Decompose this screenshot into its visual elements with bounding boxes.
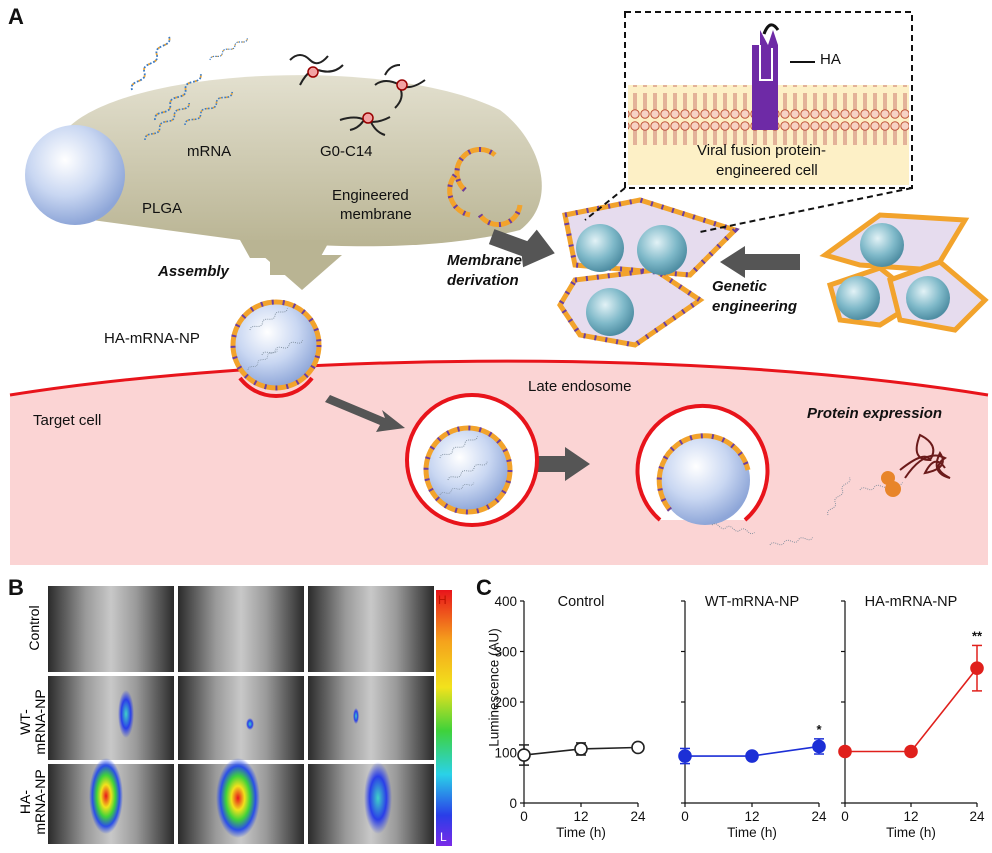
data-point xyxy=(631,740,645,755)
membrane-derivation-label-2: derivation xyxy=(447,272,519,289)
panel-a-letter: A xyxy=(8,4,24,29)
data-point xyxy=(678,749,692,763)
engineered-membrane-label-1: Engineered xyxy=(332,187,409,204)
data-point xyxy=(904,744,918,759)
genetic-engineering-label-2: engineering xyxy=(712,298,798,315)
target-cell-label: Target cell xyxy=(33,412,102,429)
viral-fusion-label-2: engineered cell xyxy=(716,162,818,179)
protein-expression-label: Protein expression xyxy=(807,405,943,422)
assembly-label: Assembly xyxy=(158,263,229,280)
plga-label: PLGA xyxy=(142,200,183,217)
mrna-label: mRNA xyxy=(187,143,232,160)
x-tick-label: 0 xyxy=(681,809,689,824)
y-tick-label: 400 xyxy=(494,594,517,609)
row-label-control: Control xyxy=(26,605,42,651)
ha-mrna-np-label: HA-mRNA-NP xyxy=(104,330,200,347)
y-tick-label: 300 xyxy=(494,645,517,660)
data-point xyxy=(517,748,531,762)
series-line xyxy=(845,667,978,753)
significance-marker: ** xyxy=(972,628,983,643)
late-endosome-label: Late endosome xyxy=(528,378,632,395)
x-tick-label: 0 xyxy=(841,809,849,824)
g0c14-label: G0-C14 xyxy=(320,143,373,160)
panel-b-letter: B xyxy=(8,575,24,600)
genetic-engineering-label-1: Genetic xyxy=(712,278,768,295)
y-tick-label: 100 xyxy=(494,746,517,761)
data-point xyxy=(574,742,588,756)
engineered-membrane-label-2: membrane xyxy=(340,206,412,223)
row-label-ha: HA-mRNA-NP xyxy=(17,769,48,835)
imaging-grid xyxy=(48,586,434,844)
x-tick-label: 12 xyxy=(573,809,588,824)
x-axis-label: Time (h) xyxy=(556,825,606,840)
x-tick-label: 12 xyxy=(744,809,759,824)
x-tick-label: 24 xyxy=(969,809,985,824)
row-label-wt: WT-mRNA-NP xyxy=(17,689,48,755)
significance-marker: * xyxy=(816,722,822,737)
scale-high-label: H xyxy=(438,593,447,607)
x-tick-label: 24 xyxy=(811,809,827,824)
data-point xyxy=(970,661,984,675)
x-tick-label: 0 xyxy=(520,809,528,824)
chart-title: Control xyxy=(558,594,605,610)
chart-title: HA-mRNA-NP xyxy=(865,594,958,610)
scale-low-label: L xyxy=(440,830,447,844)
y-tick-label: 0 xyxy=(509,796,517,811)
y-tick-label: 200 xyxy=(494,695,517,710)
data-point xyxy=(745,749,759,763)
data-point xyxy=(838,744,852,759)
x-tick-label: 24 xyxy=(630,809,646,824)
viral-fusion-label-1: Viral fusion protein- xyxy=(697,142,826,159)
color-scale-bar xyxy=(436,590,452,846)
data-point xyxy=(812,739,826,754)
panel-a-illustration xyxy=(9,11,989,565)
ha-label: HA xyxy=(820,51,841,68)
panel-c-letter: C xyxy=(476,575,492,600)
chart-title: WT-mRNA-NP xyxy=(705,594,799,610)
x-tick-label: 12 xyxy=(903,809,918,824)
x-axis-label: Time (h) xyxy=(886,825,936,840)
membrane-derivation-label-1: Membrane xyxy=(447,252,523,269)
x-axis-label: Time (h) xyxy=(727,825,777,840)
